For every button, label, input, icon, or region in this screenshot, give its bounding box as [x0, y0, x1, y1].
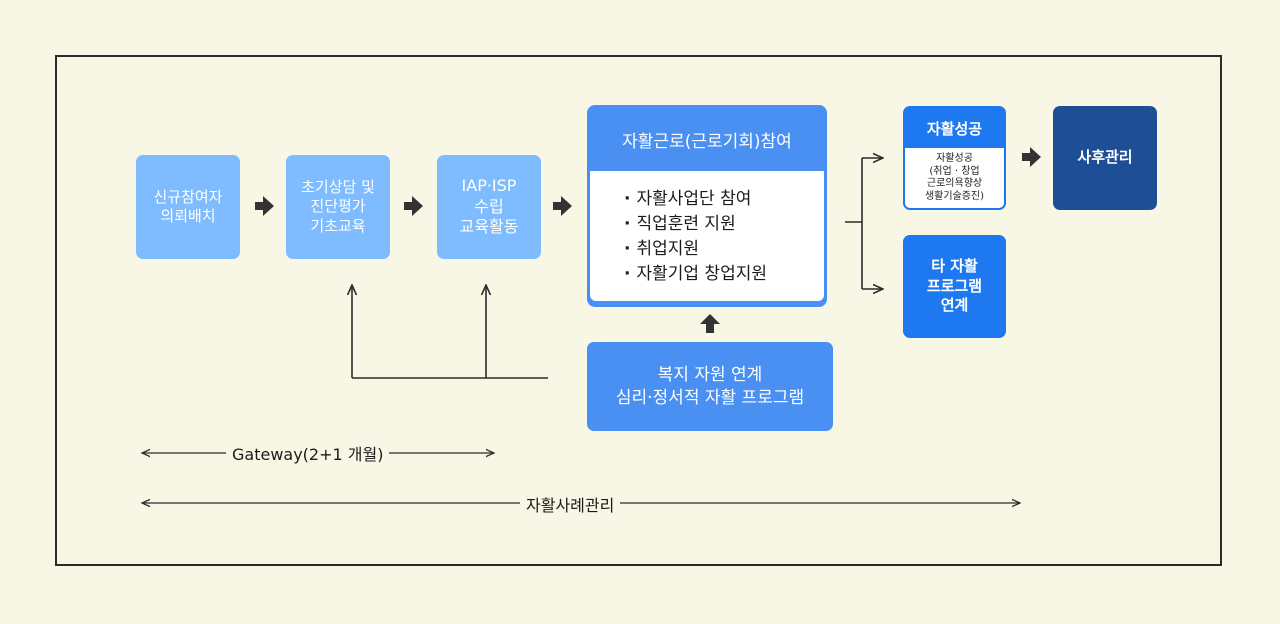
panel-body: 자활사업단 참여 직업훈련 지원 취업지원 자활기업 창업지원	[590, 171, 824, 301]
node-initial-consult: 초기상담 및 진단평가 기초교육	[286, 155, 390, 259]
node-iap-isp: IAP·ISP 수립 교육활동	[437, 155, 541, 259]
detail-line: (취업 · 창업	[929, 165, 980, 177]
panel-title: 자활근로(근로기회)참여	[622, 132, 792, 152]
panel-item: 자활기업 창업지원	[624, 262, 824, 287]
arrow-welfare-up	[700, 314, 720, 333]
node-line: 연계	[940, 296, 969, 315]
node-line: 교육활동	[459, 217, 519, 237]
detail-line: 근로의욕향상	[926, 178, 983, 189]
node-line: 타 자활	[931, 257, 978, 276]
node-line: 신규참여자	[153, 187, 223, 206]
node-self-support-work: 자활근로(근로기회)참여 자활사업단 참여 직업훈련 지원 취업지원 자활기업 …	[587, 105, 827, 307]
node-aftercare: 사후관리	[1053, 106, 1157, 210]
node-line: 심리·정서적 자활 프로그램	[615, 387, 805, 408]
success-detail: 자활성공 (취업 · 창업 근로의욕향상 생활기술증진)	[905, 148, 1004, 208]
node-line: 수립	[474, 196, 504, 216]
node-new-participant: 신규참여자 의뢰배치	[136, 155, 240, 259]
detail-line: 자활성공	[936, 153, 973, 164]
panel-item: 취업지원	[624, 237, 824, 262]
node-line: 초기상담 및	[301, 177, 375, 196]
gateway-label: Gateway(2+1 개월)	[226, 441, 390, 465]
success-title: 자활성공	[926, 119, 983, 138]
arrow-consult-to-iap	[404, 196, 423, 216]
detail-line: 생활기술증진)	[924, 190, 985, 202]
node-line: 의뢰배치	[160, 207, 216, 225]
panel-item: 자활사업단 참여	[624, 187, 824, 212]
node-other-program: 타 자활 프로그램 연계	[903, 235, 1006, 338]
node-line: 복지 자원 연계	[657, 365, 763, 386]
arrow-iap-to-work	[553, 196, 572, 216]
panel-item: 직업훈련 지원	[624, 212, 824, 237]
node-success: 자활성공 자활성공 (취업 · 창업 근로의욕향상 생활기술증진)	[903, 106, 1006, 210]
case-management-label: 자활사례관리	[520, 492, 621, 516]
arrow-success-to-aftercare	[1022, 147, 1041, 167]
arrow-new-to-consult	[255, 196, 274, 216]
diagram-frame	[55, 55, 1222, 566]
node-line: 기초교육	[310, 216, 366, 235]
node-line: 사후관리	[1077, 148, 1133, 167]
node-line: IAP·ISP	[461, 175, 517, 195]
node-welfare: 복지 자원 연계 심리·정서적 자활 프로그램	[587, 342, 833, 431]
node-line: 프로그램	[926, 276, 983, 295]
node-line: 진단평가	[310, 197, 366, 216]
